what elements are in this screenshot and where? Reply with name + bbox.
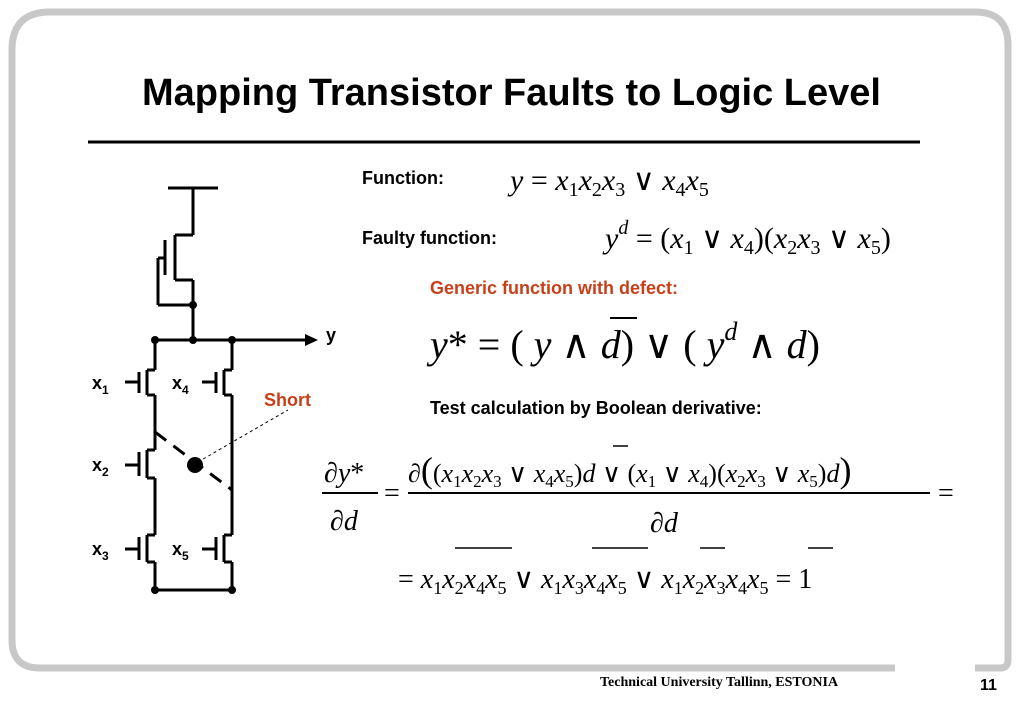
- svg-text:= x1x2x4x5 ∨ x1x3x4x5 ∨ x1x2x3: = x1x2x4x5 ∨ x1x3x4x5 ∨ x1x2x3x4x5 = 1: [398, 564, 812, 598]
- svg-text:∂d: ∂d: [650, 508, 679, 539]
- short-node: [187, 457, 203, 473]
- derivative-result-equation: = x1x2x4x5 ∨ x1x3x4x5 ∨ x1x2x3x4x5 = 1: [398, 547, 833, 598]
- short-pointer: [197, 409, 289, 463]
- generic-function-label: Generic function with defect:: [430, 278, 679, 298]
- boolean-derivative-equation: ∂y* ∂d = ∂((x1x2x3 ∨ x4x5)d ∨ (x1 ∨ x4)(…: [322, 445, 954, 539]
- input-x2-label: x2: [92, 455, 109, 479]
- input-x1-label: x1: [92, 373, 109, 397]
- function-label: Function:: [362, 168, 444, 188]
- svg-text:∂d: ∂d: [330, 506, 359, 537]
- generic-function-equation: y* = ( y ∧ d) ∨ ( yd ∧ d): [426, 317, 820, 367]
- function-equation: y = x1x2x3 ∨ x4x5: [507, 164, 709, 201]
- footer-institution: Technical University Tallinn, ESTONIA: [600, 675, 839, 690]
- circuit-nodes: [151, 301, 236, 594]
- output-y-label: y: [326, 325, 336, 345]
- page-number: 11: [980, 677, 997, 694]
- slide-title: Mapping Transistor Faults to Logic Level: [142, 72, 881, 114]
- short-label: Short: [264, 390, 311, 410]
- svg-text:=: =: [938, 478, 954, 509]
- svg-text:=: =: [384, 478, 400, 509]
- svg-text:∂((x1x2x3 ∨ x4x5)d ∨ (x1 ∨ x4): ∂((x1x2x3 ∨ x4x5)d ∨ (x1 ∨ x4)(x2x3 ∨ x5…: [408, 450, 851, 491]
- transistor-circuit: [125, 186, 305, 592]
- test-calculation-label: Test calculation by Boolean derivative:: [430, 398, 762, 418]
- input-x5-label: x5: [172, 539, 189, 563]
- faulty-function-equation: yd = (x1 ∨ x4)(x2x3 ∨ x5): [602, 217, 891, 259]
- input-x3-label: x3: [92, 539, 109, 563]
- input-x4-label: x4: [172, 373, 189, 397]
- faulty-function-label: Faulty function:: [362, 228, 497, 248]
- svg-text:∂y*: ∂y*: [324, 458, 364, 489]
- output-arrow-icon: [305, 334, 318, 346]
